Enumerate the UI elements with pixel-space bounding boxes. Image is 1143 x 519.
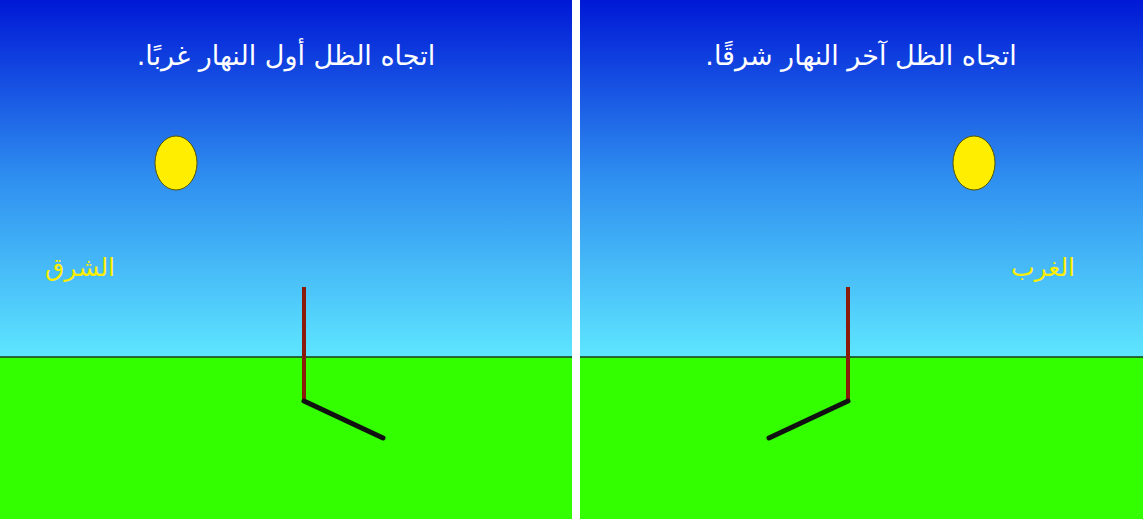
panel-title: اتجاه الظل أول النهار غربًا. bbox=[137, 40, 436, 72]
sky bbox=[0, 0, 572, 357]
shadow bbox=[769, 401, 848, 438]
sun bbox=[155, 136, 197, 190]
sun bbox=[953, 136, 995, 190]
direction-label: الغرب bbox=[1011, 253, 1075, 283]
sky bbox=[580, 0, 1143, 357]
stick bbox=[846, 287, 850, 401]
shadow bbox=[304, 401, 383, 438]
direction-label: الشرق bbox=[45, 253, 115, 283]
horizon bbox=[0, 356, 572, 358]
ground bbox=[0, 357, 572, 519]
ground bbox=[580, 357, 1143, 519]
horizon bbox=[580, 356, 1143, 358]
panel-title: اتجاه الظل آخر النهار شرقًا. bbox=[705, 40, 1016, 72]
stick bbox=[302, 287, 306, 401]
